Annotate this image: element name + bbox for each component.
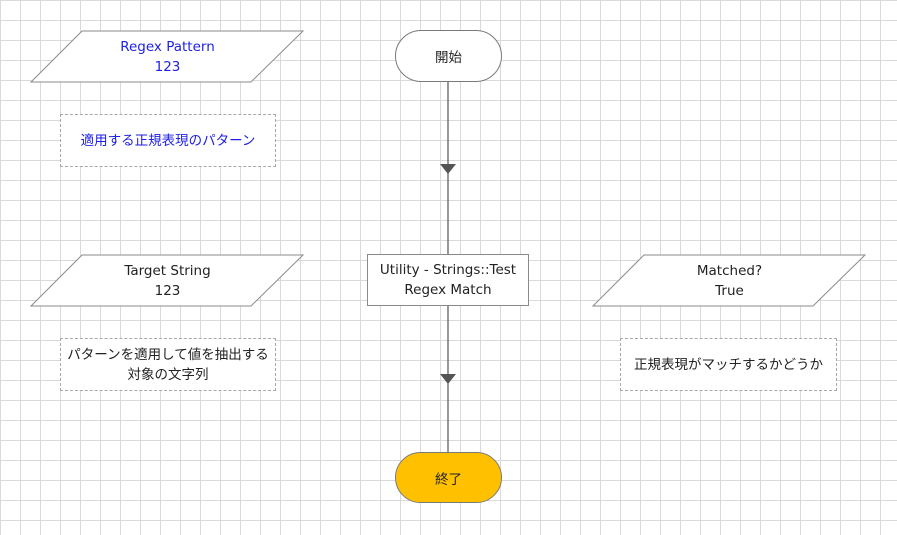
- regex-pattern-input-shape[interactable]: [29, 30, 305, 84]
- process-label-line1: Utility - Strings::Test: [379, 262, 517, 278]
- target-string-note-line1: パターンを適用して値を抽出する: [67, 346, 269, 363]
- connector-arrow-2: [440, 374, 456, 384]
- regex-pattern-note: 適用する正規表現のパターン: [60, 114, 276, 167]
- matched-output: Matched? True: [592, 254, 867, 308]
- matched-output-name: Matched?: [696, 263, 763, 279]
- matched-output-note: 正規表現がマッチするかどうか: [620, 338, 837, 391]
- end-label: 終了: [435, 471, 462, 488]
- target-string-note: パターンを適用して値を抽出する 対象の文字列: [60, 338, 276, 391]
- target-string-name: Target String: [124, 263, 211, 279]
- matched-output-shape[interactable]: [591, 254, 867, 308]
- regex-pattern-input: Regex Pattern 123: [30, 30, 305, 84]
- start-terminal[interactable]: 開始: [395, 30, 502, 82]
- connector-arrow-1: [440, 164, 456, 174]
- target-string-input-shape[interactable]: [29, 254, 305, 308]
- start-label: 開始: [435, 50, 462, 66]
- process-label-line2: Regex Match: [404, 282, 492, 298]
- regex-pattern-note-text: 適用する正規表現のパターン: [80, 132, 256, 149]
- matched-output-value: True: [715, 283, 744, 299]
- regex-pattern-value: 123: [154, 59, 181, 75]
- target-string-input: Target String 123: [30, 254, 305, 308]
- end-terminal[interactable]: 終了: [395, 452, 502, 503]
- regex-pattern-name: Regex Pattern: [120, 39, 215, 55]
- target-string-note-line2: 対象の文字列: [127, 366, 209, 383]
- target-string-value: 123: [154, 283, 181, 299]
- matched-output-note-text: 正規表現がマッチするかどうか: [634, 356, 823, 373]
- process-test-regex-match[interactable]: Utility - Strings::Test Regex Match: [367, 254, 529, 306]
